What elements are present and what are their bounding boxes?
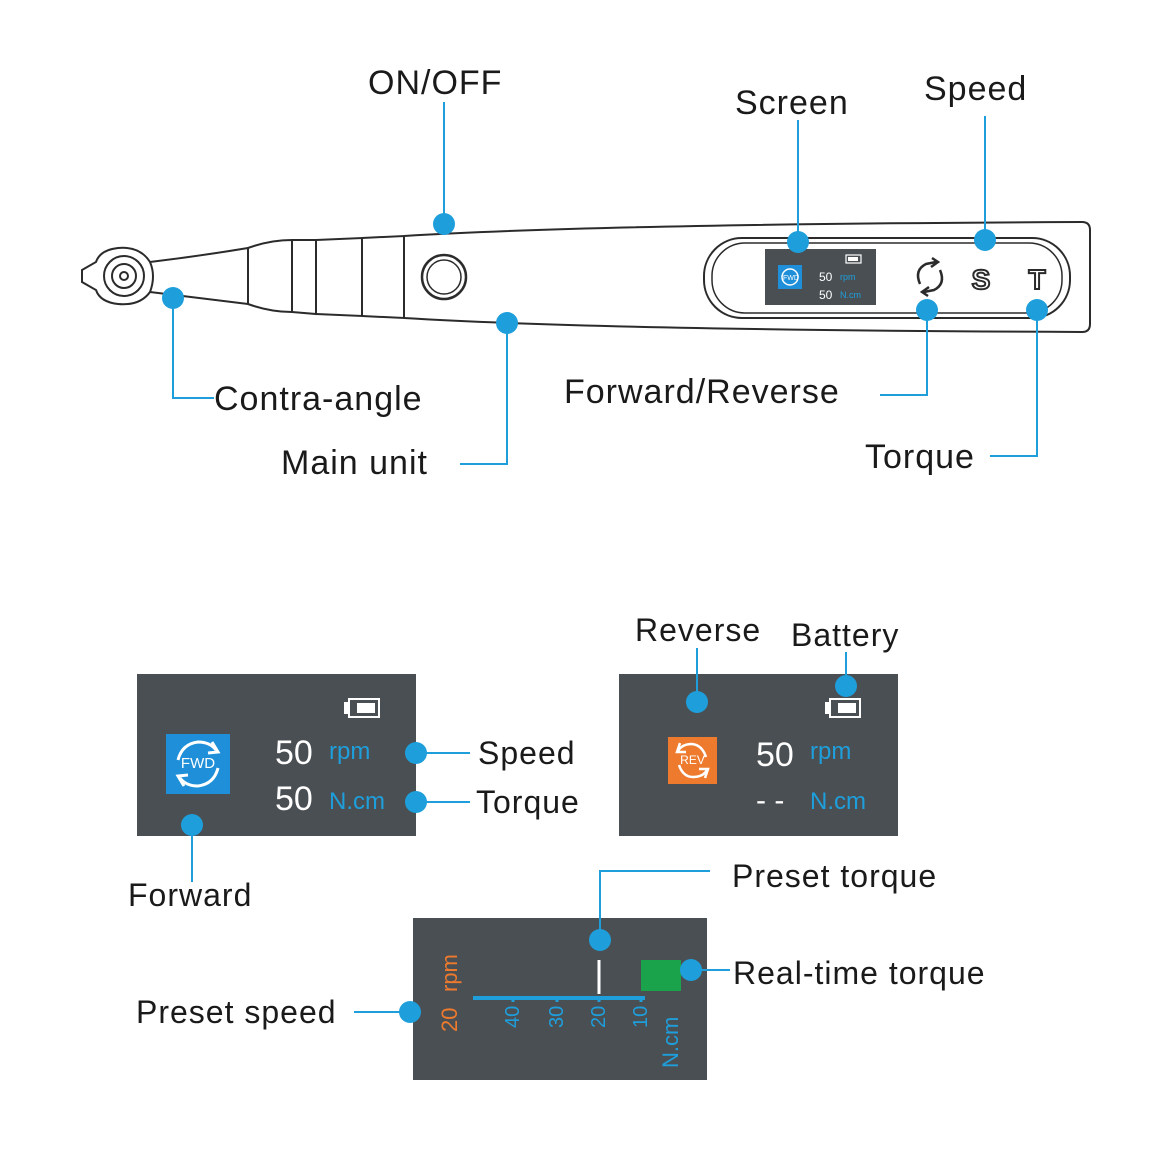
mini-torque-unit: N.cm xyxy=(840,290,861,300)
mini-speed-unit: rpm xyxy=(840,272,856,282)
label-torque-button: Torque xyxy=(865,438,975,476)
torque-scale-graph: 40 30 20 10 20 rpm N.cm xyxy=(437,954,683,1068)
torque-graph-panel: 40 30 20 10 20 rpm N.cm xyxy=(413,918,707,1080)
contra-angle-head-ring xyxy=(103,255,145,297)
reverse-torque-unit: N.cm xyxy=(810,788,866,815)
label-speed: Speed xyxy=(478,735,576,771)
preset-speed-value: 20 xyxy=(437,1008,462,1032)
torque-scale-ticks: 40 30 20 10 xyxy=(502,1006,652,1028)
reverse-rotation-icon xyxy=(675,742,710,779)
torque-scale-tick-label: 30 xyxy=(546,1006,568,1028)
forward-mode-badge: FWD xyxy=(166,734,230,794)
reverse-speed-unit: rpm xyxy=(810,738,852,765)
mini-speed-value: 50 xyxy=(819,270,833,284)
label-preset-speed: Preset speed xyxy=(136,994,337,1030)
torque-button-key: T xyxy=(1028,264,1045,295)
real-time-torque-bar xyxy=(641,960,681,991)
label-preset-torque: Preset torque xyxy=(732,858,938,894)
contra-angle-head xyxy=(81,246,154,306)
forward-speed-unit: rpm xyxy=(329,738,371,765)
reverse-badge-text: REV xyxy=(680,753,705,767)
label-torque: Torque xyxy=(476,784,580,820)
label-battery: Battery xyxy=(791,617,900,653)
label-forward: Forward xyxy=(128,877,253,913)
label-real-time-torque: Real-time torque xyxy=(733,955,986,991)
torque-scale-tick-label: 10 xyxy=(630,1006,652,1028)
forward-badge-text: FWD xyxy=(180,755,216,772)
label-reverse: Reverse xyxy=(635,612,762,648)
forward-speed-value: 50 xyxy=(275,734,313,772)
reverse-torque-value: - - xyxy=(756,784,785,817)
label-on-off: ON/OFF xyxy=(368,64,503,102)
main-unit-body xyxy=(403,220,1091,334)
torque-scale-tick-label: 40 xyxy=(502,1006,524,1028)
handpiece-illustration: FWD 50 rpm 50 N.cm S T xyxy=(81,102,1091,465)
label-screen: Screen xyxy=(735,84,849,122)
speed-button-key: S xyxy=(972,264,991,295)
contra-angle-head-inner xyxy=(111,263,137,289)
battery-icon xyxy=(344,698,380,718)
label-contra-angle: Contra-angle xyxy=(214,380,423,418)
power-button xyxy=(420,253,468,301)
torque-scale-tick-label: 20 xyxy=(588,1006,610,1028)
reverse-mode-badge: REV xyxy=(668,737,717,784)
forward-screen-panel: FWD 50 rpm 50 N.cm xyxy=(137,674,416,836)
label-main-unit: Main unit xyxy=(281,444,428,482)
forward-torque-unit: N.cm xyxy=(329,788,385,815)
mini-torque-value: 50 xyxy=(819,288,833,302)
reverse-screen-panel: REV 50 rpm - - N.cm xyxy=(619,674,898,836)
control-panel-bezel xyxy=(703,237,1071,319)
reverse-speed-value: 50 xyxy=(756,736,794,774)
battery-icon xyxy=(825,698,861,718)
svg-text:FWD: FWD xyxy=(783,275,799,282)
preset-speed-unit: rpm xyxy=(437,954,462,992)
label-forward-reverse: Forward/Reverse xyxy=(564,373,840,411)
forward-torque-value: 50 xyxy=(275,780,313,818)
torque-scale-unit: N.cm xyxy=(658,1017,683,1068)
forward-reverse-button-icon xyxy=(916,256,944,298)
forward-rotation-icon xyxy=(175,740,221,788)
label-speed-button: Speed xyxy=(924,70,1028,108)
